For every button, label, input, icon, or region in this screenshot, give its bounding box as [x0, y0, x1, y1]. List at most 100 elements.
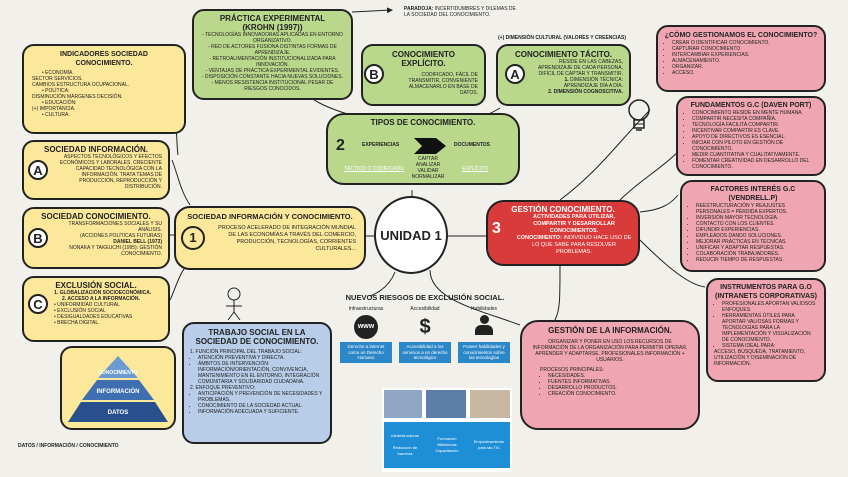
- arrow-right-icon: [414, 138, 446, 154]
- indicadores-line: SECTOR SERVICIOS.: [32, 76, 83, 82]
- practica-item: - MENOS RESISTENCIA INSTITUCIONAL PESAR …: [211, 80, 334, 92]
- globe-www-icon: www: [354, 315, 378, 339]
- riesgos-caption: Accesibilidad a los servicios a un derec…: [399, 342, 451, 363]
- ginfo-item: FUENTES INFORMATIVAS.: [548, 379, 690, 385]
- factores-box: FACTORES INTERÉS G.C (VENDRELL.P) REESTR…: [680, 180, 826, 272]
- fundamentos-item: INCENTIVAR COMPARTIR ES CLAVE.: [692, 128, 818, 134]
- practica-experimental-box: PRÁCTICA EXPERIMENTAL (KROHN (1997)) - T…: [192, 9, 353, 100]
- exclusion-item: • EXCLUSIÓN SOCIAL: [54, 308, 106, 314]
- trabajo-item: ATENCIÓN PREVENTIVA Y DIRECTA.: [198, 355, 324, 361]
- como-title: ¿CÓMO GESTIONAMOS EL CONOCIMIENTO?: [664, 32, 818, 39]
- pyramid-level: INFORMACIÓN: [96, 389, 140, 395]
- instrumentos-title-1: INSTRUMENTOS PARA G.O: [720, 284, 812, 291]
- gestion-title: GESTIÓN CONOCIMIENTO.: [511, 205, 615, 214]
- tipos-link-right[interactable]: EXPLÍCITO: [462, 166, 489, 172]
- trabajo-item: ÁMBITOS DE INTERVENCIÓN: INFORMACIÓN/ORI…: [198, 361, 324, 385]
- pyramid-box: CONOCIMIENTO INFORMACIÓN DATOS: [60, 346, 176, 430]
- trabajo-item: ANTICIPACIÓN Y PREVENCIÓN DE NECESIDADES…: [198, 391, 324, 403]
- tipos-title: TIPOS DE CONOCIMIENTO.: [370, 118, 476, 127]
- fundamentos-item: APOYO DE DIRECTIVOS ES ESENCIAL.: [692, 134, 818, 140]
- photo-label: Empoderamiento para las TIC: [473, 439, 505, 450]
- fundamentos-item: TECNOLOGÍA FACILITA COMPARTIR.: [692, 122, 818, 128]
- factores-item: COLABORACIÓN TRABAJADORES.: [696, 251, 818, 257]
- lightbulb-icon: [628, 99, 650, 131]
- paradoja-label: PARADOJA:: [404, 6, 434, 12]
- factores-item: UNIFICAR Y ADAPTAR RESPUESTAS.: [696, 245, 818, 251]
- como-item: CREAR O IDENTIFICAR CONOCIMIENTO.: [672, 40, 818, 46]
- indicadores-line: • POLÍTICA:: [42, 88, 70, 94]
- fundamentos-title: FUNDAMENTOS G.C (DAVEN PORT): [690, 102, 812, 109]
- photo-collage: Infraestructuras Reducción de barreras F…: [382, 388, 512, 472]
- riesgos-col-head: Habilidades: [470, 306, 498, 312]
- paradoja-note: PARADOJA: INCERTIDUMBRES Y DILEMAS DE LA…: [404, 6, 564, 18]
- sconocimiento-text-2: (ACCIONES POLÍTICAS FUTURAS): [80, 233, 162, 239]
- fundamentos-box: FUNDAMENTOS G.C (DAVEN PORT) CONOCIMIENT…: [676, 96, 826, 176]
- indicadores-line: CAMBIOS ESTRUCTURA OCUPACIONAL.: [32, 82, 130, 88]
- gestion-conocimiento-box: GESTIÓN CONOCIMIENTO. ACTIVIDADES PARA U…: [486, 200, 640, 266]
- fundamentos-item: COMPARTIR NECESITA COMPAÑÍA.: [692, 116, 818, 122]
- instrumentos-item: SISTEMA IDEAL PARA:: [722, 343, 818, 349]
- explicito-title: CONOCIMIENTO EXPLÍCITO.: [392, 50, 455, 68]
- sconocimiento-text-4: NONAKA Y TAKEUCHI (1995): GESTIÓN CONOCI…: [69, 245, 162, 257]
- instrumentos-title-2: (INTRANETS CORPORATIVAS): [714, 293, 818, 300]
- tipos-documentos: DOCUMENTOS: [454, 142, 491, 148]
- practica-item: - RETROALIMENTACIÓN INSTITUCIONALIZADA P…: [209, 56, 336, 68]
- trabajo-item: CONOCIMIENTO DE LA SOCIEDAD ACTUAL.: [198, 403, 324, 409]
- central-sociedad-box: SOCIEDAD INFORMACIÓN Y CONOCIMIENTO. PRO…: [174, 206, 366, 270]
- tipos-link-left[interactable]: TÁCTICO O CODIFICADO: [344, 166, 404, 172]
- tipos-process-step: ANALIZAR: [415, 162, 441, 168]
- exclusion-item: • UNIFORMIDAD CULTURAL: [54, 302, 120, 308]
- practica-item: - VENTAJAS DE PRÁCTICA EXPERIMENTAL EVID…: [205, 68, 340, 74]
- exclusion-title: EXCLUSIÓN SOCIAL.: [55, 281, 137, 290]
- instrumentos-box: INSTRUMENTOS PARA G.O (INTRANETS CORPORA…: [706, 278, 826, 382]
- tipos-number: 2: [336, 137, 345, 154]
- exclusion-item: 2. ACCESO A LA INFORMACIÓN.: [62, 296, 140, 302]
- exclusion-item: • DESIGUALDADES EDUCATIVAS: [54, 314, 133, 320]
- tacito-text: RESIDE EN LAS CABEZAS, APRENDIZAJE DE CA…: [537, 59, 623, 77]
- trabajo-title-2: SOCIEDAD DE CONOCIMIENTO.: [195, 337, 319, 346]
- riesgos-col-accesibilidad: Accesibilidad $ Accesibilidad a los serv…: [399, 306, 451, 363]
- central-text: PROCESO ACELERADO DE INTEGRACIÓN MUNDIAL…: [218, 225, 356, 252]
- photo-label: Formación Bibliotecas Capacitación: [435, 436, 459, 453]
- ginfo-item: DESARROLLO PRODUCTOS.: [548, 385, 690, 391]
- riesgos-caption: Derecho a internet como un Derecho Human…: [340, 342, 392, 363]
- riesgos-col-head: Accesibilidad: [410, 306, 440, 312]
- ginfo-title: GESTIÓN DE LA INFORMACIÓN.: [548, 326, 672, 335]
- riesgos-caption: Poseer habilidades y conocimientos sobre…: [458, 342, 510, 363]
- user-laptop-icon: [472, 315, 496, 339]
- photo-tile: [426, 390, 466, 418]
- factores-title: FACTORES INTERÉS G.C (VENDRELL.P): [710, 186, 796, 202]
- sconocimiento-title: SOCIEDAD CONOCIMIENTO.: [41, 212, 151, 221]
- exclusion-item: • BRECHA DIGITAL.: [54, 320, 100, 326]
- central-title: SOCIEDAD INFORMACIÓN Y CONOCIMIENTO.: [187, 212, 353, 221]
- riesgos-col-habilidades: Habilidades Poseer habilidades y conocim…: [458, 306, 510, 363]
- tipos-experiencias: EXPERIENCIAS: [362, 142, 400, 148]
- indicadores-line: DISMINUCIÓN MÁRGENES DECISIÓN.: [32, 94, 123, 100]
- letter-b-sconocimiento: B: [28, 228, 48, 248]
- photo-tile: [384, 390, 422, 418]
- ginfo-heading: PROCESOS PRINCIPALES:: [540, 367, 604, 373]
- factores-item: REESTRUCTURACIÓN Y REAJUSTES PERSONALES …: [696, 203, 818, 215]
- paradoja-text-1: INCERTIDUMBRES Y DILEMAS DE: [434, 6, 516, 12]
- sconocimiento-text-3: DANIEL BELL (1973): [113, 239, 162, 245]
- ginfo-item: CREACIÓN CONOCIMIENTO.: [548, 391, 690, 397]
- letter-a-informacion: A: [28, 160, 48, 180]
- trabajo-heading-2: 2. ENFOQUE PREVENTIVO:: [190, 385, 256, 391]
- fundamentos-item: INICIAR CON PILOTO EN GESTIÓN DE CONOCIM…: [692, 140, 818, 152]
- trabajo-heading-1: 1. FUNCIÓN PRINCIPAL DEL TRABAJO SOCIAL:: [190, 349, 302, 355]
- explicito-text: CODIFICADO, FÁCIL DE TRANSMITIR, CONVENI…: [408, 72, 478, 96]
- riesgos-title: NUEVOS RIESGOS DE EXCLUSIÓN SOCIAL.: [345, 293, 505, 302]
- central-number: 1: [181, 226, 205, 250]
- unidad-title: UNIDAD 1: [380, 227, 442, 243]
- conocimiento-explicito-box: CONOCIMIENTO EXPLÍCITO. CODIFICADO, FÁCI…: [361, 44, 486, 106]
- person-doodle-icon: [226, 287, 242, 321]
- pyramid-diagram: [68, 356, 168, 422]
- practica-title-1: PRÁCTICA EXPERIMENTAL: [219, 14, 326, 23]
- nuevos-riesgos-panel: NUEVOS RIESGOS DE EXCLUSIÓN SOCIAL. Infr…: [340, 293, 510, 389]
- riesgos-col-infraestructuras: Infraestructuras www Derecho a internet …: [340, 306, 392, 363]
- indicadores-box: INDICADORES SOCIEDAD CONOCIMIENTO. • ECO…: [22, 44, 186, 134]
- indicadores-line: • EDUCACIÓN:: [42, 100, 77, 106]
- tacito-dim-1: 1. DIMENSIÓN TÉCNICA: APRENDIZAJE DÍA A …: [563, 77, 623, 89]
- practica-item: - DISPOSICIÓN CONSTANTE HACIA NUEVAS SOL…: [201, 74, 344, 80]
- tacito-dim-2: 2. DIMENSIÓN COGNOSCITIVA.: [548, 89, 623, 95]
